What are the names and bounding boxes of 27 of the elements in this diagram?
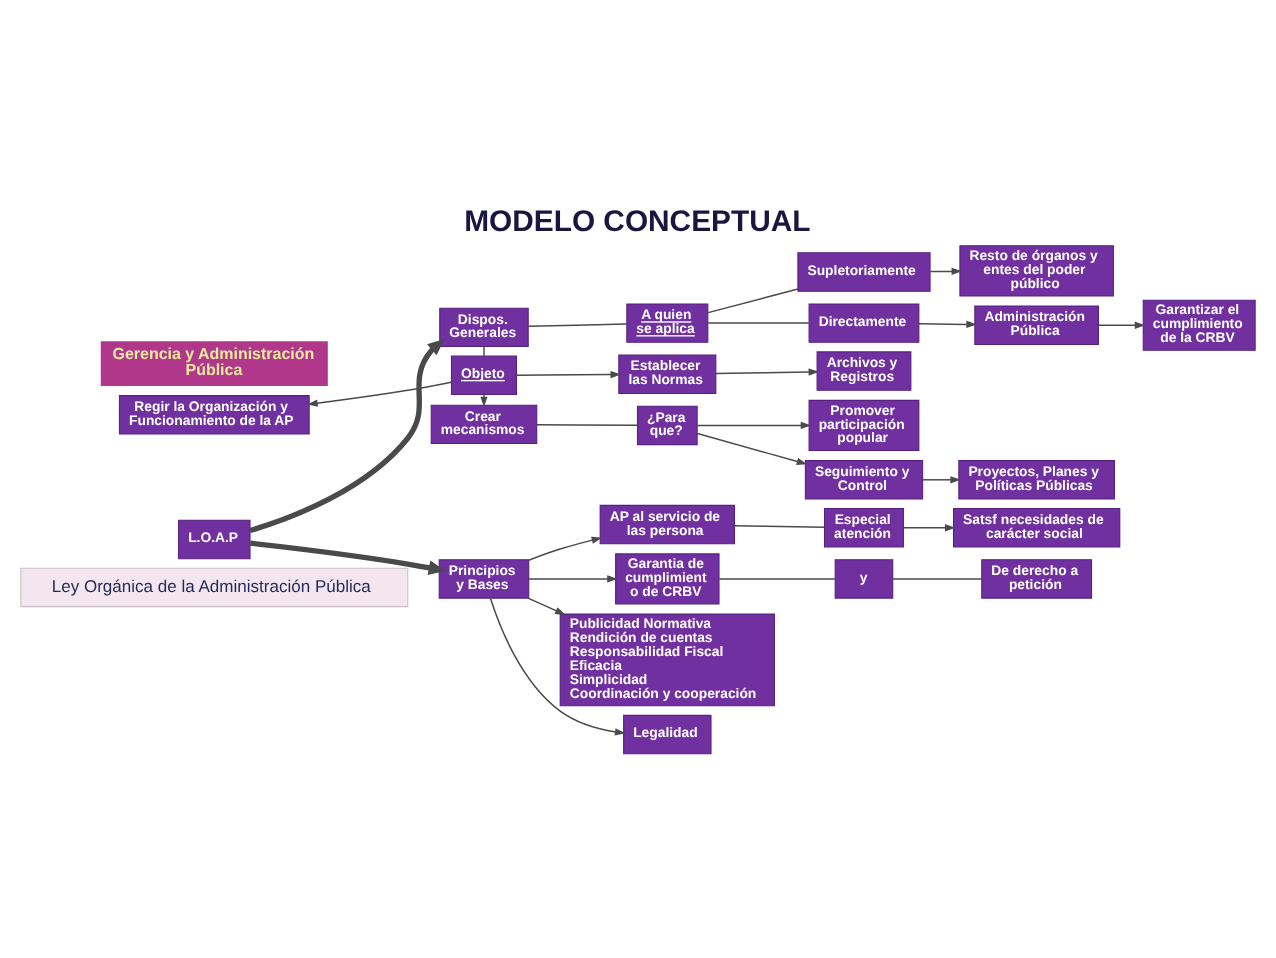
connector [536,423,639,426]
arrow [249,540,446,575]
arrow [696,432,808,465]
diagram-title: MODELO CONCEPTUAL [464,205,811,240]
connector [718,578,836,580]
connector [527,323,628,328]
connector [892,578,983,580]
arrow [903,524,956,532]
arrow [922,476,961,484]
arrow [696,421,812,430]
arrow [715,368,820,376]
arrow [307,381,452,407]
arrow [528,575,618,583]
connector [483,346,485,357]
arrow [515,370,621,379]
connector [707,288,799,314]
arrow [489,597,626,736]
arrow [918,320,977,329]
arrow [929,267,963,276]
connector [707,322,810,324]
arrow [527,597,566,615]
arrow [480,393,488,408]
connector [733,524,826,528]
arrow [249,338,445,534]
arrow [528,536,603,562]
node-box: Ley Orgánica de la Administración Pública [20,567,409,608]
arrow [1098,321,1146,329]
